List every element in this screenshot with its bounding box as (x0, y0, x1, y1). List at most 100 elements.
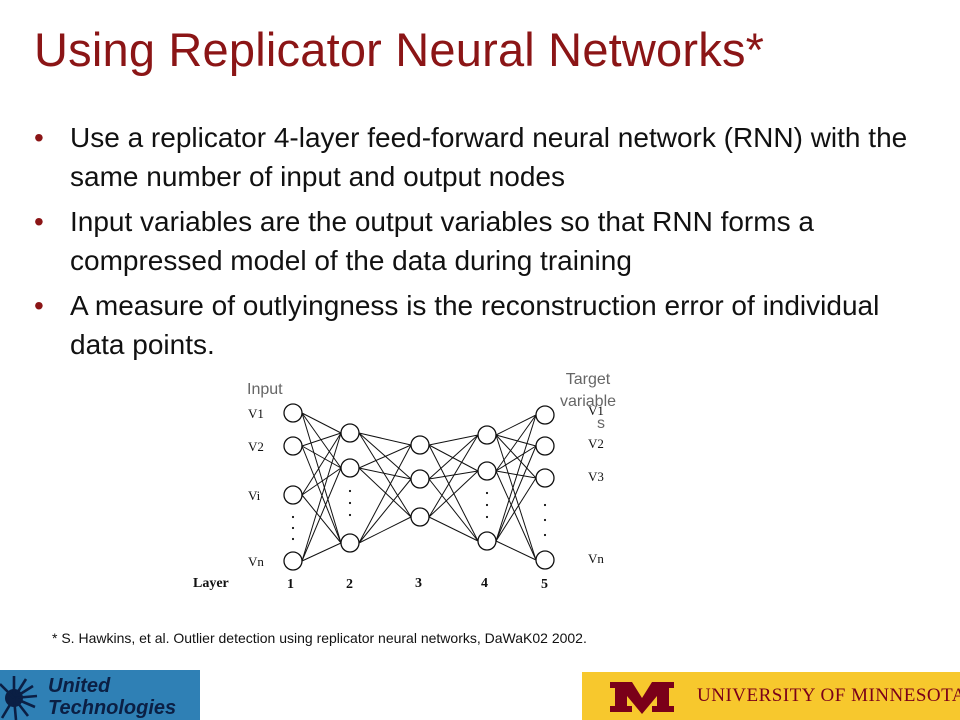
rnn-diagram: Input Target variable s V1 V2 Vi Vn V1 V… (193, 371, 616, 592)
bullet-dot: • (34, 206, 44, 237)
connection-edge (495, 445, 537, 472)
connection-edge (495, 434, 537, 447)
ellipsis-dot (485, 491, 489, 495)
input-node-label: Vi (248, 488, 261, 503)
ut-logo-line2: Technologies (48, 697, 176, 719)
connection-edge (301, 412, 342, 544)
layer-5-node (535, 468, 555, 488)
connection-edge (495, 540, 537, 561)
connection-edge (358, 444, 412, 469)
connection-edge (301, 445, 342, 544)
umn-wordmark: UNIVERSITY OF MINNESOTA (697, 685, 960, 706)
layer-1-node (283, 551, 303, 571)
layer-5-node (535, 550, 555, 570)
input-node-label: Vn (248, 554, 264, 569)
connection-edge (495, 434, 537, 479)
connection-edge (428, 478, 479, 542)
ellipsis-dot (543, 503, 547, 507)
output-node-label: V1 (588, 403, 604, 418)
connection-edge (358, 467, 412, 480)
bullet-text: A measure of outlyingness is the reconst… (70, 290, 880, 360)
ellipsis-dots (291, 489, 547, 541)
united-technologies-logo: United Technologies (0, 670, 200, 720)
connection-edge (301, 445, 342, 469)
connection-edge (495, 477, 537, 542)
connection-edge (495, 445, 537, 542)
ut-logo-line1: United (48, 675, 111, 697)
connection-edge (301, 432, 342, 496)
connection-edge (428, 434, 479, 518)
ellipsis-dot (348, 501, 352, 505)
footnote: * S. Hawkins, et al. Outlier detection u… (52, 630, 587, 646)
ellipsis-dot (291, 537, 295, 541)
connection-edge (495, 434, 537, 561)
layer-4-node (477, 461, 497, 481)
connection-edge (301, 412, 342, 434)
bullet-text: Input variables are the output variables… (70, 206, 814, 276)
connection-edge (301, 542, 342, 562)
connection-edge (428, 470, 479, 518)
layer-2-node (340, 458, 360, 478)
connection-edge (358, 516, 412, 544)
connection-edge (358, 432, 412, 446)
connection-edge (495, 470, 537, 479)
layer-4-node (477, 425, 497, 445)
layer-1-node (283, 436, 303, 456)
layer-3-node (410, 435, 430, 455)
bullet-item: • Input variables are the output variable… (34, 202, 934, 280)
connection-edge (428, 444, 479, 472)
layer-3-node (410, 469, 430, 489)
connection-edge (301, 467, 342, 562)
ellipsis-dot (348, 513, 352, 517)
connection-edge (428, 434, 479, 446)
layer-label: Layer (193, 576, 229, 591)
connection-edge (495, 414, 537, 436)
connection-edge (358, 478, 412, 544)
layer-number: 2 (346, 577, 353, 592)
bullet-item: •A measure of outlyingness is the recons… (34, 286, 934, 364)
connection-edges (301, 412, 537, 562)
ellipsis-dot (543, 518, 547, 522)
layer-number: 1 (287, 577, 294, 592)
layer-4-node (477, 531, 497, 551)
bullet-text: Use a replicator 4-layer feed-forward ne… (70, 122, 908, 192)
connection-edge (428, 444, 479, 542)
connection-edge (428, 516, 479, 542)
slide-title: Using Replicator Neural Networks* (34, 23, 765, 76)
bullet-item: • Use a replicator 4-layer feed-forward n… (34, 118, 934, 196)
university-of-minnesota-logo: UNIVERSITY OF MINNESOTA (582, 672, 960, 720)
connection-edge (495, 414, 537, 542)
connection-edge (358, 432, 412, 518)
target-label-line: s (597, 415, 605, 432)
layer-1-node (283, 403, 303, 423)
output-node-label: V2 (588, 436, 604, 451)
layer-number: 4 (481, 576, 488, 591)
layer-number: 5 (541, 577, 548, 592)
input-node-label: V2 (248, 439, 264, 454)
block-m-icon (610, 682, 674, 714)
network-nodes (283, 403, 555, 571)
layer-5-node (535, 436, 555, 456)
ellipsis-dot (485, 515, 489, 519)
bullet-dot: • (34, 122, 44, 153)
target-label-line: variable (560, 393, 616, 410)
target-label-line: Target (566, 371, 611, 388)
sunburst-icon (0, 676, 38, 720)
connection-edge (495, 470, 537, 561)
layer-2-node (340, 423, 360, 443)
connection-edge (358, 467, 412, 518)
ellipsis-dot (291, 526, 295, 530)
united-technologies-emblem: United Technologies (0, 675, 176, 720)
connection-edge (301, 412, 342, 469)
output-node-label: V3 (588, 469, 604, 484)
layer-3-node (410, 507, 430, 527)
ellipsis-dot (543, 533, 547, 537)
layer-number: 3 (415, 576, 422, 591)
output-node-label: Vn (588, 551, 604, 566)
layer-1-node (283, 485, 303, 505)
ellipsis-dot (291, 515, 295, 519)
connection-edge (358, 444, 412, 544)
input-node-label: V1 (248, 406, 264, 421)
bullet-list: • Use a replicator 4-layer feed-forward n… (34, 118, 934, 370)
connection-edge (428, 434, 479, 480)
